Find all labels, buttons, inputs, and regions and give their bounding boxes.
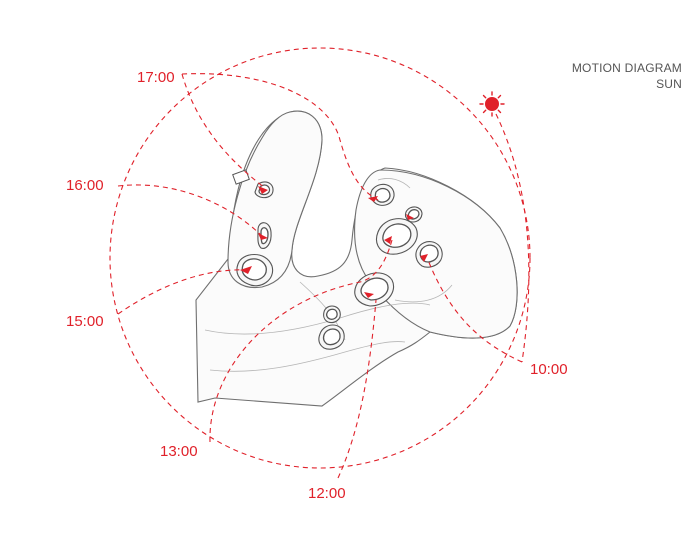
contour-5 (377, 178, 411, 189)
time-label-1000: 10:00 (530, 361, 568, 378)
time-label-1700: 17:00 (137, 69, 175, 86)
arrow-6 (384, 236, 392, 244)
arrow-4 (368, 196, 378, 202)
orbit-1000 (427, 259, 523, 363)
contour-4 (394, 284, 453, 303)
sun-arrows (240, 186, 428, 298)
time-label-1200: 12:00 (308, 485, 346, 502)
arrow-8 (364, 292, 374, 298)
arrow-1 (258, 186, 268, 194)
diagram-title: MOTION DIAGRAM SUN (572, 60, 682, 92)
orbit-1600 (117, 184, 263, 237)
skylights (236, 181, 443, 350)
sun-core (485, 97, 499, 111)
contour-2 (209, 341, 406, 372)
skylight-3-inner (241, 258, 267, 281)
sun-path-circle (109, 47, 531, 469)
orbit-1300 (209, 239, 393, 443)
skylight-9-inner (325, 308, 338, 320)
arrow-2 (258, 233, 268, 240)
sun-orbits (109, 47, 531, 479)
time-labels: 17:00 16:00 15:00 13:00 12:00 10:00 (66, 69, 568, 502)
orbit-1700-b (181, 73, 379, 201)
arrow-5 (406, 214, 414, 220)
sun-rays (479, 91, 505, 117)
orbit-1700 (181, 73, 266, 189)
building-plan (195, 110, 518, 407)
time-label-1300: 13:00 (160, 443, 198, 460)
title-line-2: SUN (656, 77, 682, 91)
left-pavilion (227, 110, 323, 289)
arrow-7 (420, 254, 428, 262)
orbit-sun (491, 105, 530, 363)
time-label-1600: 16:00 (66, 177, 104, 194)
small-structure (232, 169, 250, 185)
orbit-1200 (337, 299, 377, 479)
orbit-1500 (117, 269, 249, 315)
skylight-10-inner (322, 328, 341, 346)
time-label-1500: 15:00 (66, 313, 104, 330)
sun-icon (479, 91, 505, 117)
arrow-3 (240, 266, 252, 274)
title-line-1: MOTION DIAGRAM (571, 61, 682, 75)
skylight-4-inner (374, 187, 391, 203)
